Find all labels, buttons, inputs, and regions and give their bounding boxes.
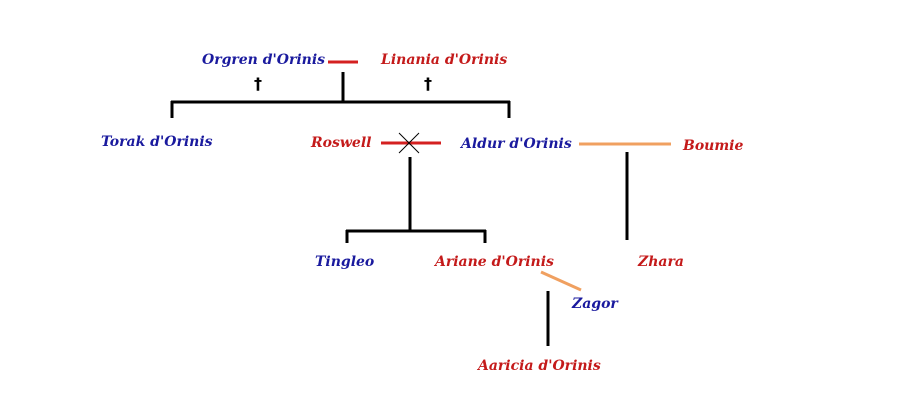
person-zagor: Zagor [572, 296, 618, 312]
person-roswell: Roswell [311, 135, 372, 151]
person-zhara: Zhara [638, 254, 684, 270]
person-ariane: Ariane d'Orinis [435, 254, 554, 270]
partner-line-ariane-zagor [540, 270, 582, 292]
person-aldur: Aldur d'Orinis [461, 136, 572, 152]
divorce-cross-b [398, 132, 420, 154]
person-aaricia: Aaricia d'Orinis [478, 358, 601, 374]
deceased-marker-orgren: † [254, 74, 262, 93]
person-orgren: Orgren d'Orinis [202, 52, 326, 68]
person-torak: Torak d'Orinis [101, 134, 213, 150]
person-tingleo: Tingleo [315, 254, 375, 270]
person-linania: Linania d'Orinis [381, 52, 508, 68]
deceased-marker-linania: † [424, 74, 432, 93]
person-boumie: Boumie [683, 138, 744, 154]
